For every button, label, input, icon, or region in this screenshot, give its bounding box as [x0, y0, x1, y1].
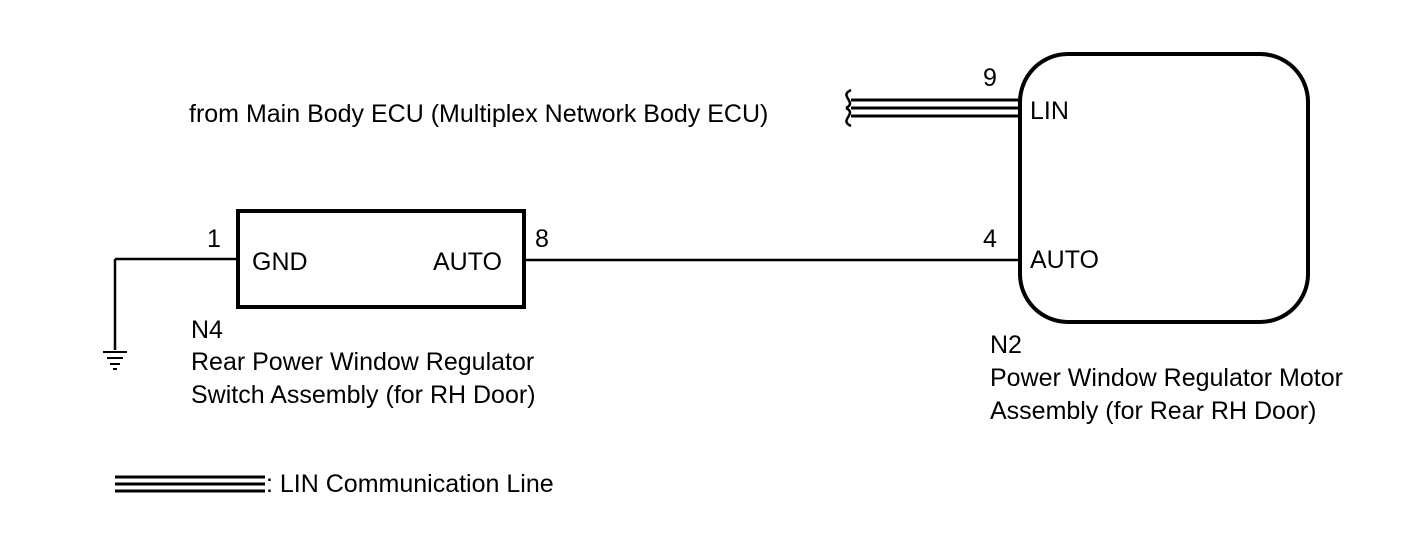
motor-assembly-box	[1018, 52, 1310, 324]
switch-name-line2: Switch Assembly (for RH Door)	[191, 381, 536, 409]
motor-name-line2: Assembly (for Rear RH Door)	[990, 397, 1316, 425]
legend-lin-line-symbol	[115, 475, 265, 493]
legend-lin-line-label: : LIN Communication Line	[266, 470, 554, 498]
switch-pin-auto-label: AUTO	[433, 248, 502, 276]
motor-pin-lin-number: 9	[983, 64, 997, 92]
ground-symbol-icon	[103, 351, 127, 370]
motor-pin-lin-label: LIN	[1030, 97, 1069, 125]
ground-wire	[113, 257, 238, 350]
switch-connector-code: N4	[191, 316, 223, 344]
motor-connector-code: N2	[990, 331, 1022, 359]
switch-pin-gnd-number: 1	[207, 225, 221, 253]
motor-name-line1: Power Window Regulator Motor	[990, 364, 1343, 392]
switch-pin-gnd-label: GND	[252, 248, 308, 276]
switch-name-line1: Rear Power Window Regulator	[191, 348, 534, 376]
wire-break-mark	[845, 88, 852, 128]
source-ecu-label: from Main Body ECU (Multiplex Network Bo…	[189, 100, 768, 128]
motor-pin-auto-number: 4	[983, 225, 997, 253]
motor-pin-auto-label: AUTO	[1030, 246, 1099, 274]
lin-communication-wire	[851, 98, 1020, 118]
switch-pin-auto-number: 8	[535, 225, 549, 253]
